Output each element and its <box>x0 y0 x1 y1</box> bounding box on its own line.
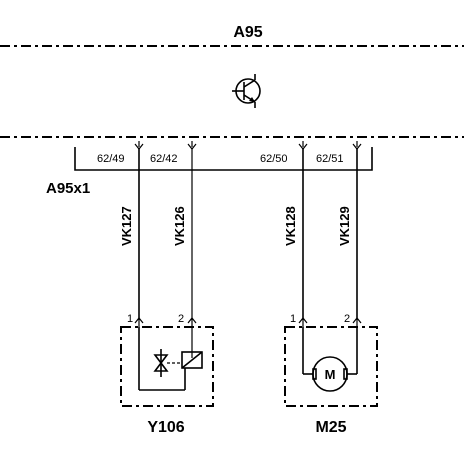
wire-label: VK127 <box>119 206 134 246</box>
connector-bracket <box>74 147 373 171</box>
pin-label: 62/51 <box>316 153 344 165</box>
connector-arrow-icons <box>134 141 362 150</box>
wire-label: VK128 <box>283 206 298 246</box>
connector-label: A95x1 <box>46 180 90 197</box>
motor-component-box <box>284 326 378 407</box>
component-pin-label: 1 <box>127 313 133 325</box>
wire-label: VK126 <box>172 206 187 246</box>
pin-label: 62/42 <box>150 153 178 165</box>
control-unit-label: A95 <box>233 24 262 41</box>
pin-label: 62/50 <box>260 153 288 165</box>
valve-label: Y106 <box>147 419 184 436</box>
motor-symbol-label: M <box>325 367 336 382</box>
wire-label: VK129 <box>337 206 352 246</box>
pin-label: 62/49 <box>97 153 125 165</box>
component-pin-label: 2 <box>178 313 184 325</box>
motor-label: M25 <box>315 419 346 436</box>
transistor-icon <box>232 74 261 108</box>
component-pin-label: 1 <box>290 313 296 325</box>
solenoid-valve-icon <box>138 327 203 391</box>
valve-component-box <box>120 326 214 407</box>
component-pin-label: 2 <box>344 313 350 325</box>
component-connector-icons <box>134 317 362 327</box>
motor-icon <box>302 327 358 392</box>
